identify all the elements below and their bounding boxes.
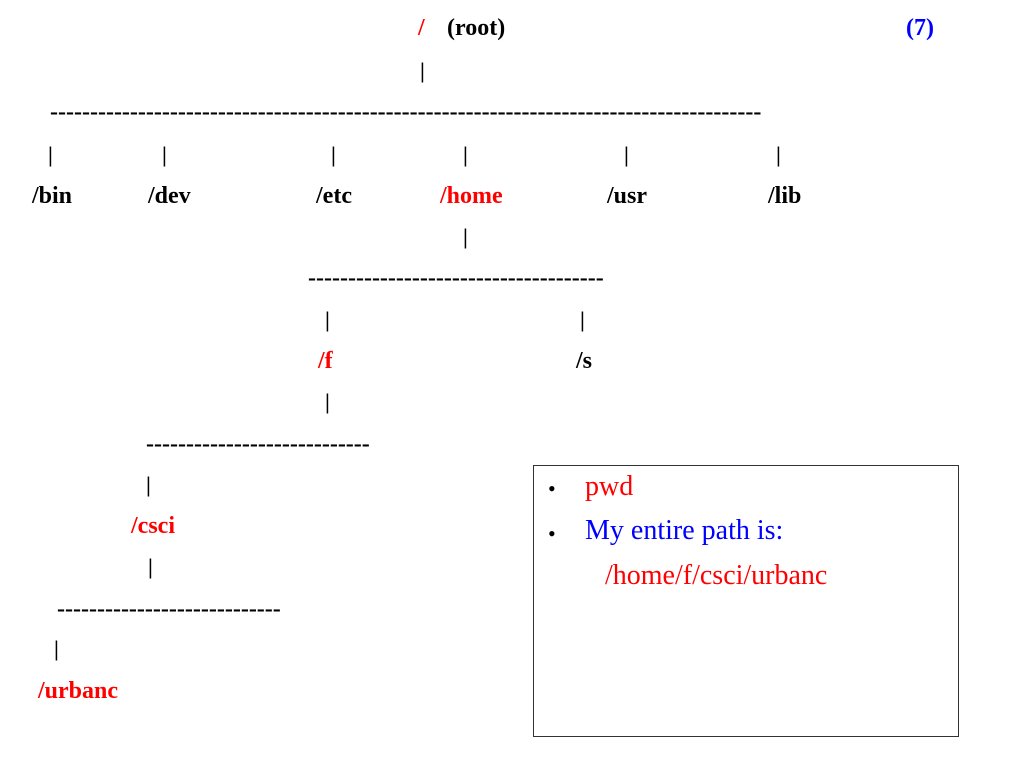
dir-csci: /csci	[131, 513, 175, 539]
csci-connector: |	[148, 554, 153, 579]
dir-home: /home	[440, 183, 503, 209]
dir-etc: /etc	[316, 183, 352, 209]
connector-urbanc: |	[54, 636, 59, 661]
connector-dev: |	[162, 142, 167, 167]
dir-dev: /dev	[148, 183, 191, 209]
dir-bin: /bin	[32, 183, 73, 209]
f-connector: |	[325, 389, 330, 414]
dir-usr: /usr	[607, 183, 648, 209]
connector-csci: |	[146, 472, 151, 497]
dir-f: /f	[318, 348, 333, 374]
connector-f: |	[325, 307, 330, 332]
bullet-icon: •	[548, 476, 556, 501]
root-connector: |	[420, 58, 425, 83]
connector-etc: |	[331, 142, 336, 167]
connector-s: |	[580, 307, 585, 332]
connector-lib: |	[776, 142, 781, 167]
root-label: (root)	[447, 15, 506, 41]
connector-usr: |	[624, 142, 629, 167]
note-command: pwd	[585, 471, 634, 502]
connector-home: |	[463, 142, 468, 167]
note-description: My entire path is:	[585, 515, 784, 546]
connector-bin: |	[48, 142, 53, 167]
note-path: /home/f/csci/urbanc	[605, 560, 828, 591]
root-slash: /	[418, 15, 425, 41]
level2-branch-line: -------------------------------------	[308, 265, 604, 291]
dir-lib: /lib	[768, 183, 802, 209]
bullet-icon: •	[548, 521, 556, 546]
dir-s: /s	[576, 348, 593, 374]
level1-branch-line: ----------------------------------------…	[50, 99, 762, 125]
slide-number: (7)	[906, 15, 934, 41]
dir-urbanc: /urbanc	[38, 678, 119, 704]
level4-branch-line: ----------------------------	[57, 596, 281, 622]
level3-branch-line: ----------------------------	[146, 431, 370, 457]
notes-box: • pwd • My entire path is: /home/f/csci/…	[533, 465, 959, 737]
home-connector: |	[463, 224, 468, 249]
